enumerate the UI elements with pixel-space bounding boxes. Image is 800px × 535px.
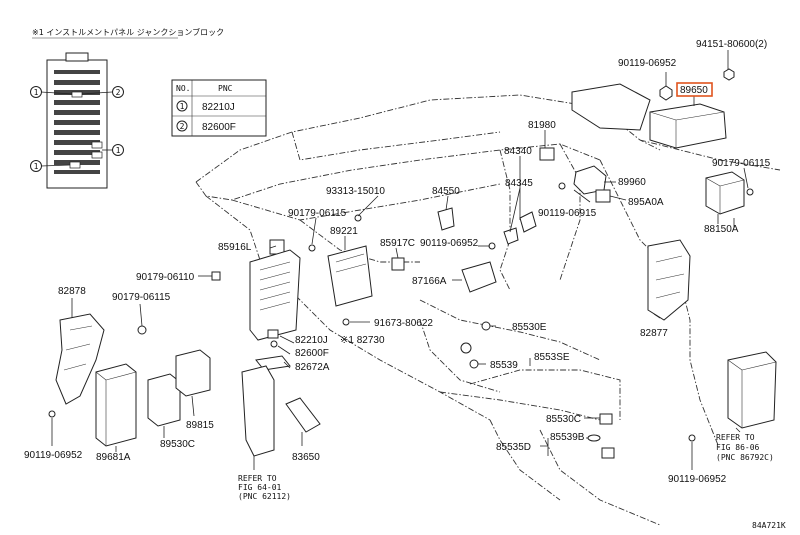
pnc-table: NO. PNC 1 82210J 2 82600F <box>171 79 267 137</box>
pnc-row-value: 82600F <box>202 122 236 133</box>
pnc-col-no: NO. <box>176 84 190 93</box>
svg-text:(PNC 86792C): (PNC 86792C) <box>716 453 774 462</box>
part-label: 85539 <box>490 360 518 371</box>
svg-text:REFER TO: REFER TO <box>238 474 277 483</box>
part-label: 85530E <box>512 322 547 333</box>
part-label: 82210J <box>295 335 328 346</box>
part-label: 89960 <box>618 177 646 188</box>
part-label: ※1 82730 <box>340 335 385 346</box>
leader-lines <box>51 50 749 470</box>
part-label: 94151-80600(2) <box>696 39 767 50</box>
part-label: 90119-06915 <box>538 208 597 219</box>
part-label: 82672A <box>295 362 330 373</box>
part-label: 89681A <box>96 452 131 463</box>
part-label: 85539B <box>550 432 585 443</box>
part-label: 82877 <box>640 328 668 339</box>
highlight-box <box>676 82 713 97</box>
part-label: 84340 <box>504 146 532 157</box>
part-label: 83650 <box>292 452 320 463</box>
part-label: 90179-06115 <box>712 158 771 169</box>
part-label: 90179-06110 <box>136 272 195 283</box>
refer-note-left: REFER TO FIG 64-01 (PNC 62112) <box>238 474 291 501</box>
pnc-row-no: 1 <box>180 102 185 111</box>
part-label: 8553SE <box>534 352 570 363</box>
part-label: 87166A <box>412 276 447 287</box>
svg-text:(PNC 62112): (PNC 62112) <box>238 492 291 501</box>
jb-marker: 1 <box>34 162 39 171</box>
pnc-row-value: 82210J <box>202 102 235 113</box>
part-label: 88150A <box>704 224 739 235</box>
pnc-row-no: 2 <box>180 122 185 131</box>
jb-marker: 1 <box>34 88 39 97</box>
part-label: 93313-15010 <box>326 186 385 197</box>
junction-block-illustration <box>40 52 113 189</box>
part-label: 90179-06115 <box>288 208 347 219</box>
jb-marker: 1 <box>116 146 121 155</box>
part-label: 85917C <box>380 238 415 249</box>
figure-code: 84A721K <box>752 521 786 530</box>
part-label: 82878 <box>58 286 86 297</box>
part-label-highlighted: 89650 <box>680 85 708 96</box>
part-label: 82600F <box>295 348 329 359</box>
header-note: ※1 インストルメントパネル ジャンクションブロック <box>32 27 224 37</box>
svg-text:FIG 86-06: FIG 86-06 <box>716 443 760 452</box>
jb-marker: 2 <box>116 88 121 97</box>
part-label: 90119-06952 <box>668 474 727 485</box>
part-label: 85530C <box>546 414 581 425</box>
part-labels: 94151-80600(2) 90119-06952 89650 90179-0… <box>24 39 771 485</box>
pnc-col-pnc: PNC <box>218 84 233 93</box>
part-label: 84345 <box>505 178 533 189</box>
part-label: 90119-06952 <box>618 58 677 69</box>
part-label: 84550 <box>432 186 460 197</box>
part-label: 89221 <box>330 226 358 237</box>
part-label: 90119-06952 <box>24 450 83 461</box>
part-label: 89815 <box>186 420 214 431</box>
part-label: 85916L <box>218 242 252 253</box>
jb-marker-callouts: 1 2 1 1 <box>30 86 124 172</box>
part-label: 91673-80622 <box>374 318 433 329</box>
part-label: 81980 <box>528 120 556 131</box>
part-label: 90179-06115 <box>112 292 171 303</box>
svg-text:REFER TO: REFER TO <box>716 433 755 442</box>
svg-text:FIG 64-01: FIG 64-01 <box>238 483 282 492</box>
component-shapes <box>48 68 777 459</box>
part-label: 90119-06952 <box>420 238 479 249</box>
part-label: 895A0A <box>628 197 664 208</box>
refer-note-right: REFER TO FIG 86-06 (PNC 86792C) <box>716 433 774 462</box>
part-label: 85535D <box>496 442 531 453</box>
part-label: 89530C <box>160 439 195 450</box>
